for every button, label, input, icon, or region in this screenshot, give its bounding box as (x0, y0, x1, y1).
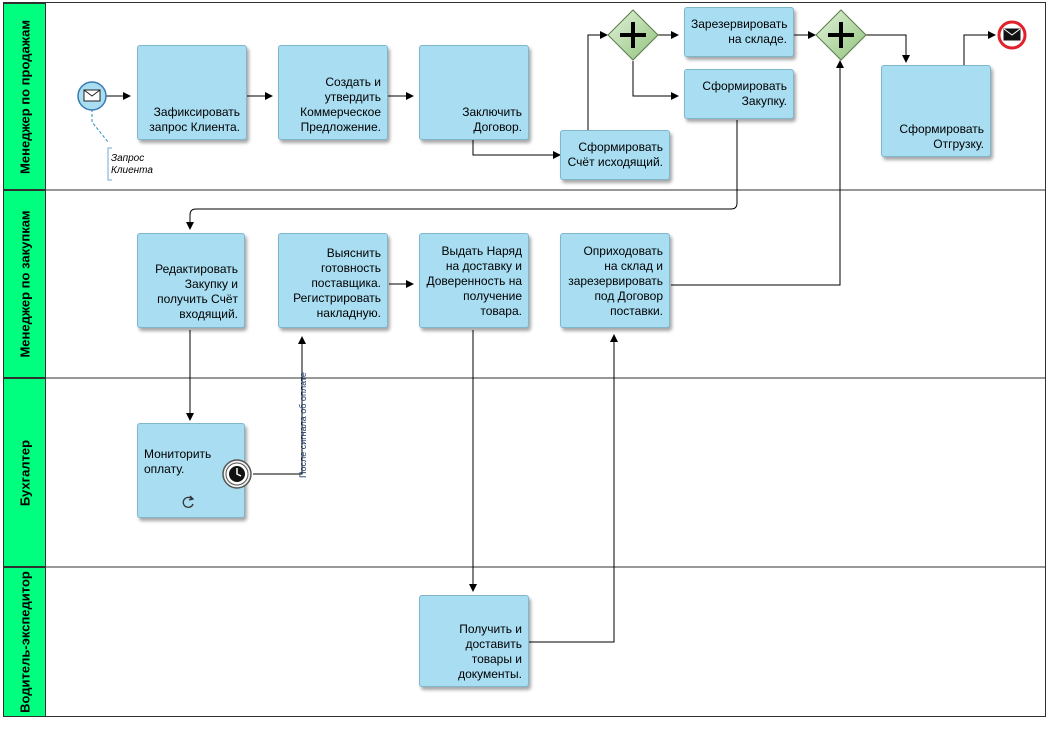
parallel-gateway-icon (620, 22, 646, 48)
lane-header-sales: Менеджер по продажам (3, 3, 46, 190)
flow-shipment-to-end (963, 31, 996, 68)
gateway-join[interactable] (815, 9, 867, 61)
flow-contract-to-invoice (472, 140, 561, 159)
task-purchase[interactable]: Сформировать Закупку. (684, 69, 794, 119)
task-edit-purchase[interactable]: Редактировать Закупку и получить Счёт вх… (137, 233, 245, 328)
task-label: Редактировать Закупку и получить Счёт вх… (155, 262, 238, 321)
task-shipment[interactable]: Сформировать Отгрузку. (881, 65, 991, 157)
envelope-icon (83, 89, 101, 102)
annotation-payment-signal: После сигнала об оплате (298, 372, 308, 478)
task-label: Сформировать Закупку. (702, 79, 787, 108)
annotation-link (91, 109, 109, 143)
flow-receive-to-join (671, 60, 844, 286)
annotation-bracket (107, 147, 112, 181)
gateway-split[interactable] (607, 9, 659, 61)
task-label: Мониторить оплату. (144, 446, 212, 476)
flow-purchase-to-edit (186, 120, 738, 230)
task-fix-request[interactable]: Зафиксировать запрос Клиента. (137, 45, 247, 140)
timer-event[interactable] (221, 458, 253, 490)
task-label: Заключить Договор. (462, 105, 522, 134)
task-label: Зарезервировать на складе. (691, 17, 788, 46)
flow-invoice-to-gateway (587, 31, 608, 130)
task-label: Выяснить готовность поставщика. Регистри… (293, 246, 381, 320)
envelope-end-icon (1003, 28, 1021, 41)
end-event[interactable] (996, 19, 1028, 51)
lane-header-purchasing: Менеджер по закупкам (3, 190, 46, 378)
start-event[interactable] (75, 79, 109, 113)
annotation-client-request: Запрос Клиента (111, 153, 153, 176)
task-invoice[interactable]: Сформировать Счёт исходящий. (560, 130, 670, 180)
task-label: Оприходовать на склад и зарезервировать … (568, 244, 663, 318)
lane-header-driver: Водитель-экспедитор (3, 567, 46, 717)
task-label: Создать и утвердить Коммерческое Предлож… (300, 75, 381, 134)
task-receive-goods[interactable]: Оприходовать на склад и зарезервировать … (560, 233, 670, 328)
flow-deliver-to-receive (528, 334, 618, 643)
clock-icon (229, 466, 245, 482)
task-clarify[interactable]: Выяснить готовность поставщика. Регистри… (278, 233, 388, 328)
task-create-offer[interactable]: Создать и утвердить Коммерческое Предлож… (278, 45, 388, 140)
flow-timer-to-clarify (253, 336, 306, 475)
task-label: Выдать Наряд на доставку и Доверенность … (426, 244, 522, 318)
task-label: Зафиксировать запрос Клиента. (149, 105, 240, 134)
flow-join-to-shipment (865, 34, 910, 63)
task-label: Сформировать Счёт исходящий. (567, 140, 663, 169)
flow-gateway-to-purchase (632, 61, 679, 100)
task-label: Сформировать Отгрузку. (899, 122, 984, 151)
loop-icon (182, 495, 195, 508)
task-deliver[interactable]: Получить и доставить товары и документы. (419, 595, 529, 687)
task-label: Получить и доставить товары и документы. (458, 622, 522, 681)
lane-header-accountant: Бухгалтер (3, 378, 46, 567)
parallel-gateway-icon (828, 22, 854, 48)
task-issue-order[interactable]: Выдать Наряд на доставку и Доверенность … (419, 233, 529, 328)
task-contract[interactable]: Заключить Договор. (419, 45, 529, 140)
task-reserve[interactable]: Зарезервировать на складе. (684, 7, 794, 57)
